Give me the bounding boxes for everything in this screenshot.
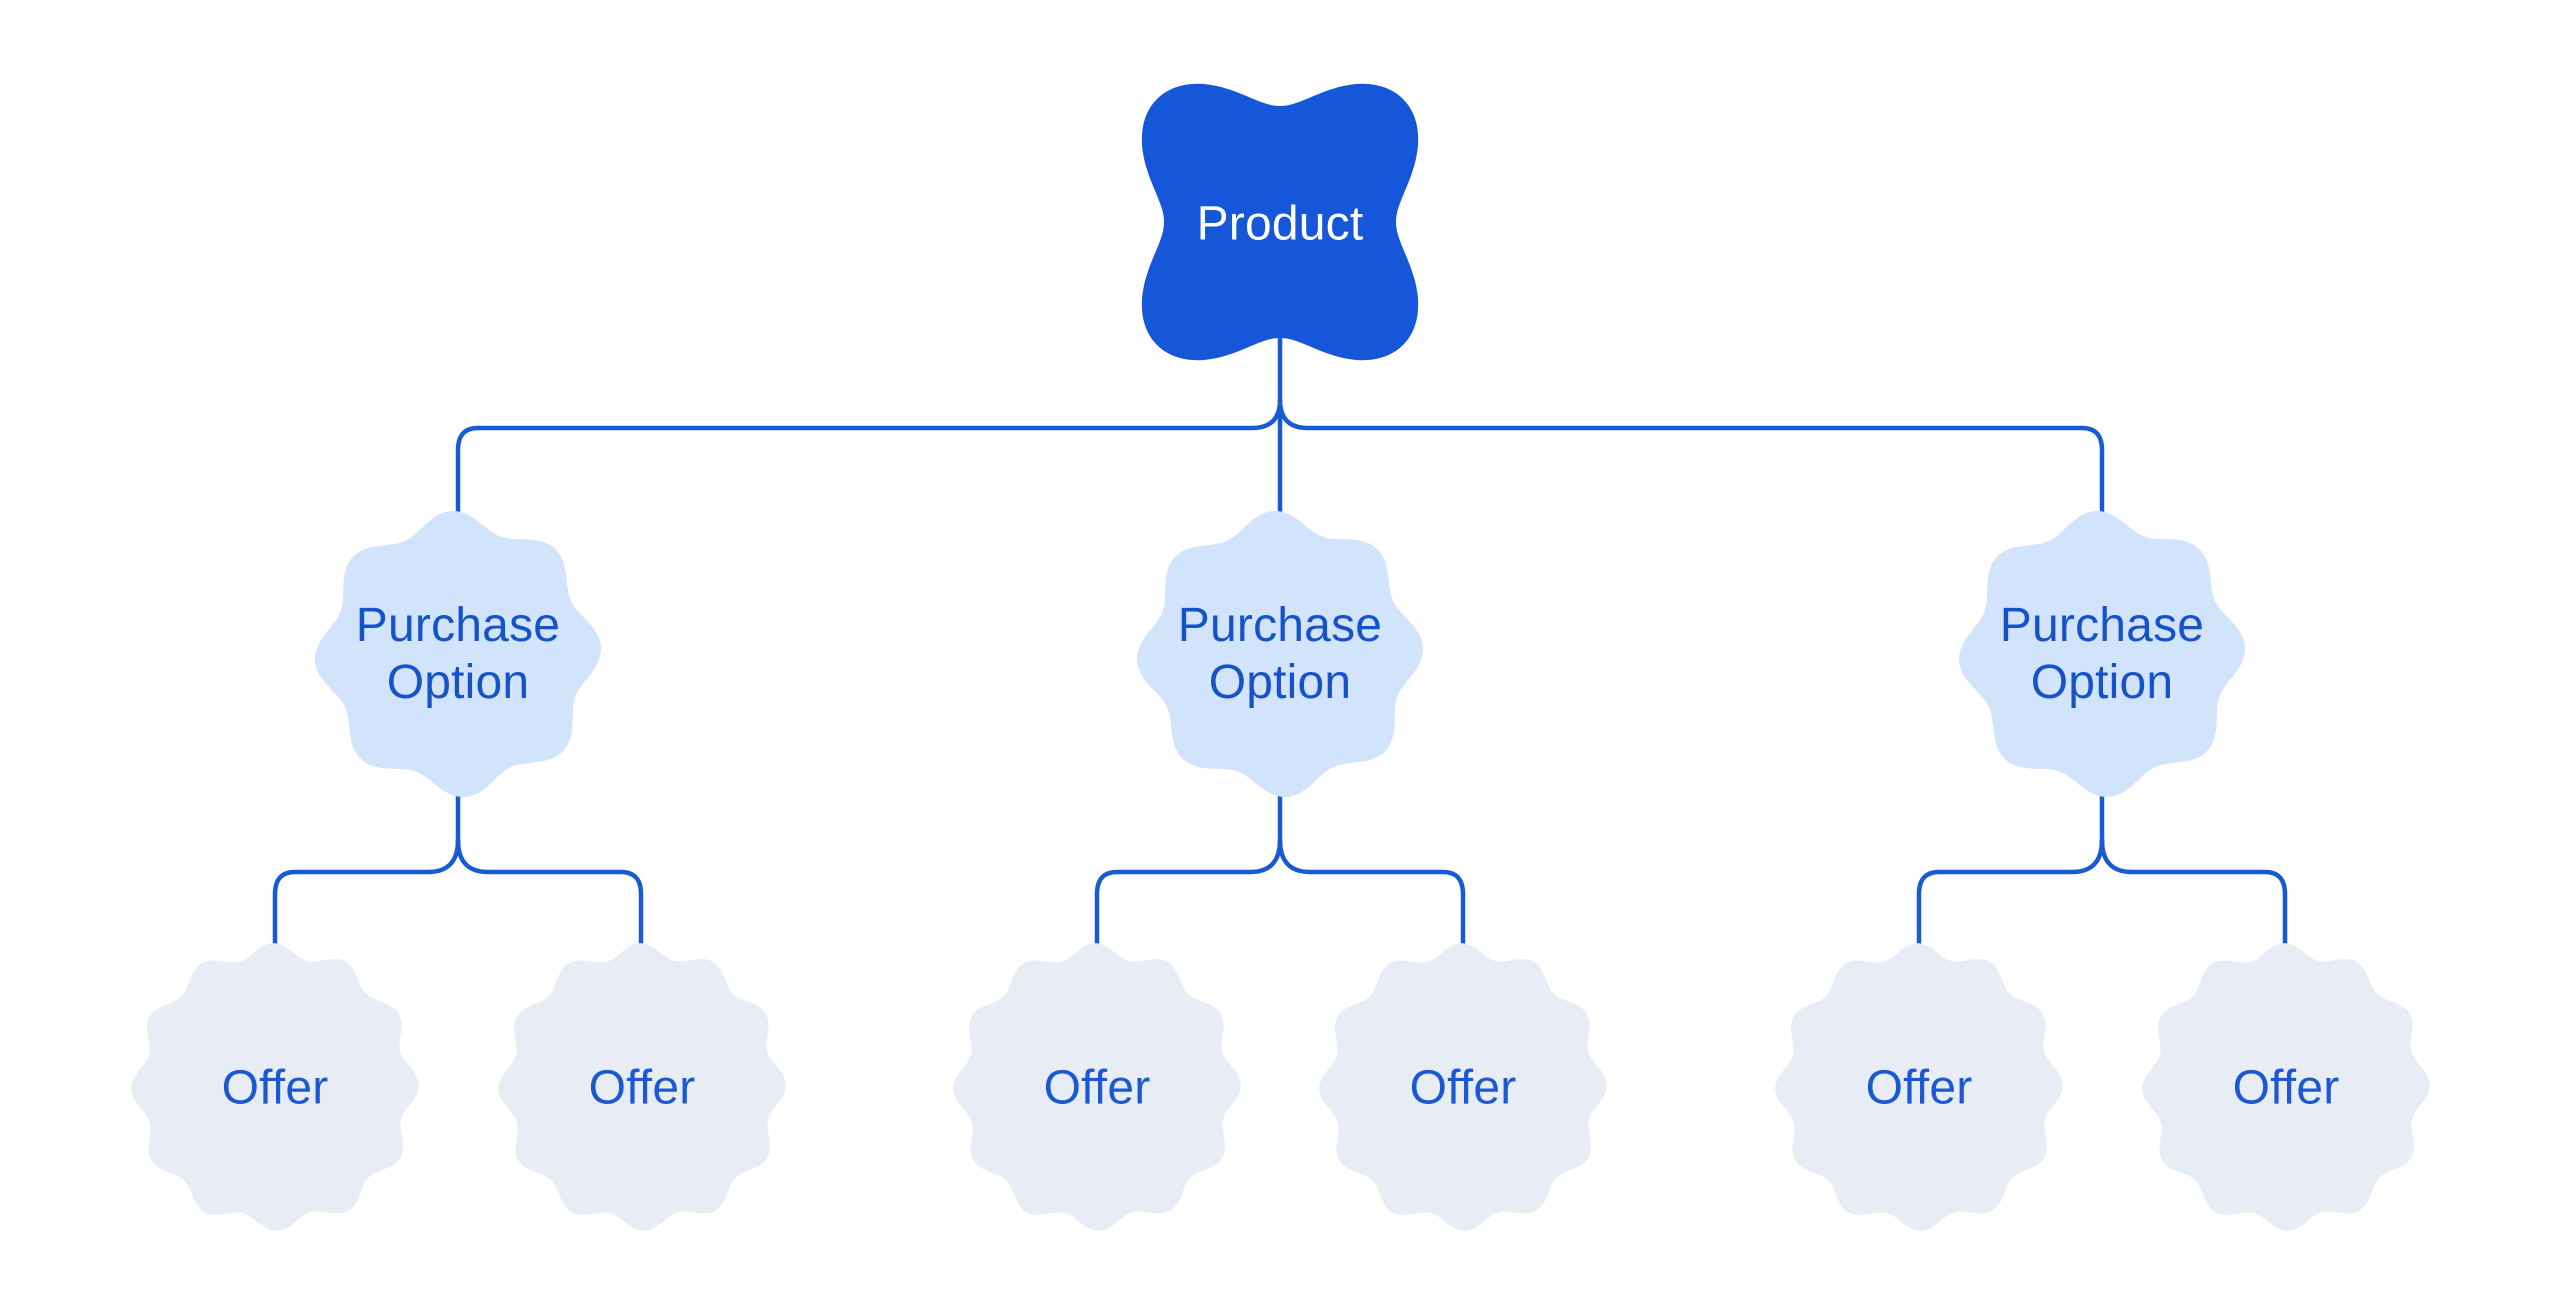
purchase-option-label-1: Purchase Option	[355, 599, 561, 709]
connector-po3-branch-left	[1916, 837, 2105, 965]
connector-lines	[272, 297, 2288, 965]
purchase-option-label-2: Purchase Option	[1177, 599, 1383, 709]
offer-label-4: Offer	[1409, 1061, 1517, 1115]
connector-po2-branch-right	[1277, 837, 1466, 965]
connector-po1-branch-left	[272, 837, 461, 965]
offer-blob-6	[2142, 943, 2430, 1231]
offer-label-5: Offer	[1865, 1061, 1973, 1115]
purchase-option-blob-2	[1137, 511, 1423, 797]
purchase-option-blob-1	[315, 511, 601, 797]
offer-blob-1	[131, 943, 419, 1231]
connector-po3-branch-right	[2099, 837, 2288, 965]
connector-bus-right	[1277, 397, 2105, 551]
offer-label-3: Offer	[1043, 1061, 1151, 1115]
purchase-option-label-3: Purchase Option	[1999, 599, 2205, 709]
offer-blob-2	[498, 943, 786, 1231]
connector-bus-left	[455, 397, 1283, 551]
offer-blob-5	[1775, 943, 2063, 1231]
offer-label-2: Offer	[588, 1061, 696, 1115]
offer-blob-3	[953, 943, 1241, 1231]
purchase-option-blob-3	[1959, 511, 2245, 797]
product-label: Product	[1196, 197, 1364, 251]
offer-label-6: Offer	[2232, 1061, 2340, 1115]
connector-po1-branch-right	[455, 837, 644, 965]
connector-po2-branch-left	[1094, 837, 1283, 965]
offer-label-1: Offer	[221, 1061, 329, 1115]
offer-blob-4	[1319, 943, 1607, 1231]
product-blob	[1141, 83, 1419, 361]
